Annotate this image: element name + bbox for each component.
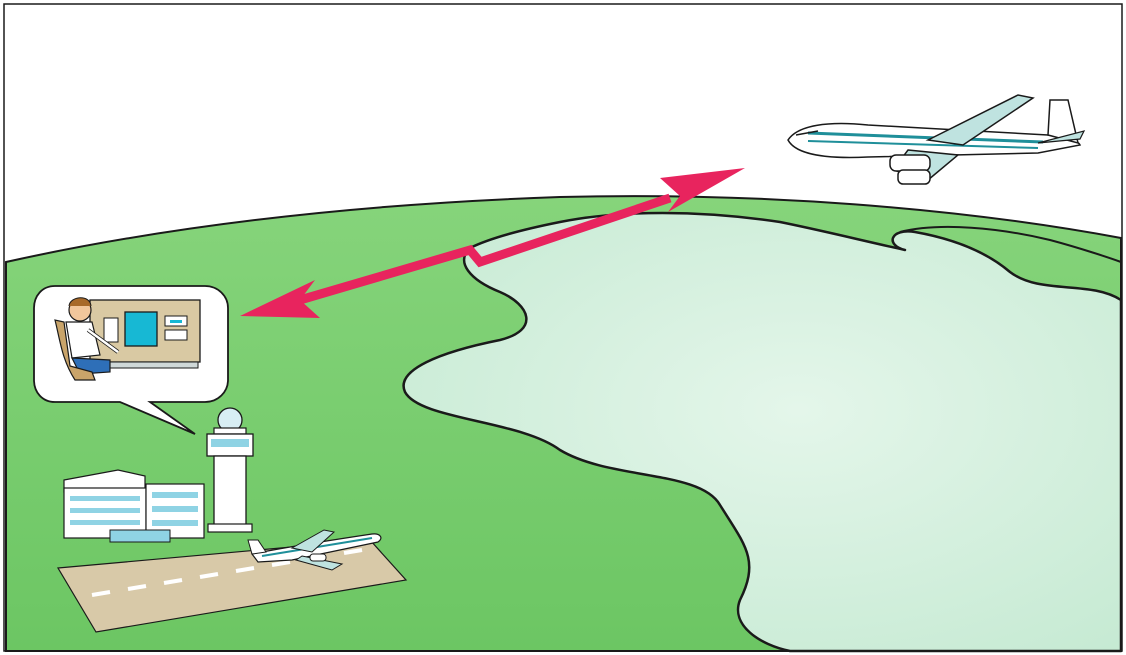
sea-region: [402, 211, 1123, 653]
controller-speech-bubble: [33, 285, 229, 435]
parked-airliner-icon: [247, 529, 382, 571]
coastline-island: [899, 225, 1122, 263]
air-traffic-controller-icon: [54, 297, 201, 381]
airliner-icon: [787, 94, 1086, 185]
bidirectional-radio-link-arrow: [240, 168, 745, 318]
control-tower-icon: [206, 407, 254, 533]
airport-terminal-icon: [63, 469, 205, 543]
